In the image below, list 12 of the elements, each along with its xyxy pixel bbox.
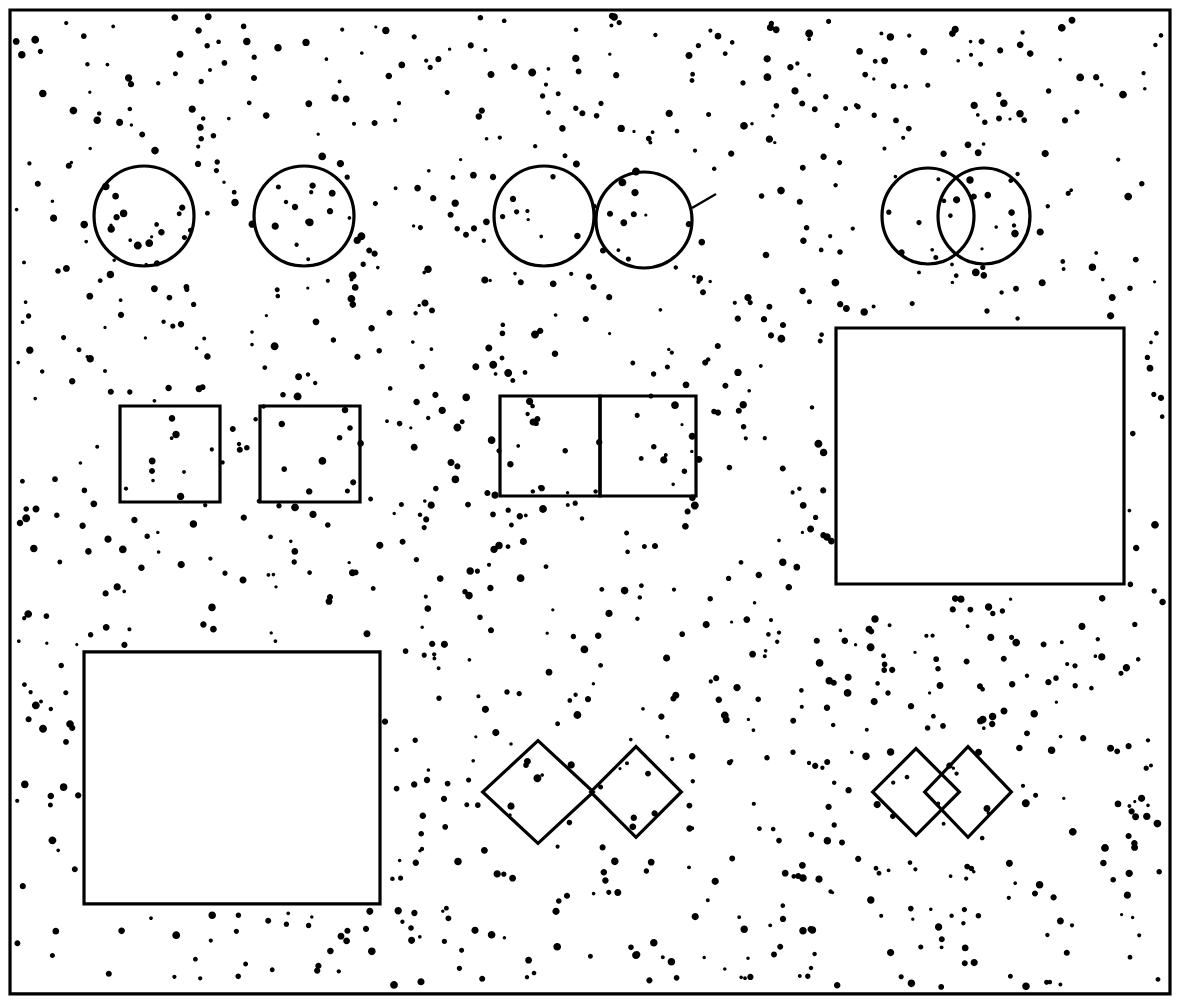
circle (880, 166, 976, 266)
square (118, 404, 222, 504)
circle (252, 164, 356, 268)
square (498, 394, 602, 498)
square (834, 326, 1126, 586)
square (258, 404, 362, 504)
circle (936, 166, 1032, 266)
circle (492, 164, 596, 268)
square (598, 394, 698, 498)
square (82, 650, 382, 906)
circle (92, 164, 196, 268)
circle (594, 170, 694, 270)
